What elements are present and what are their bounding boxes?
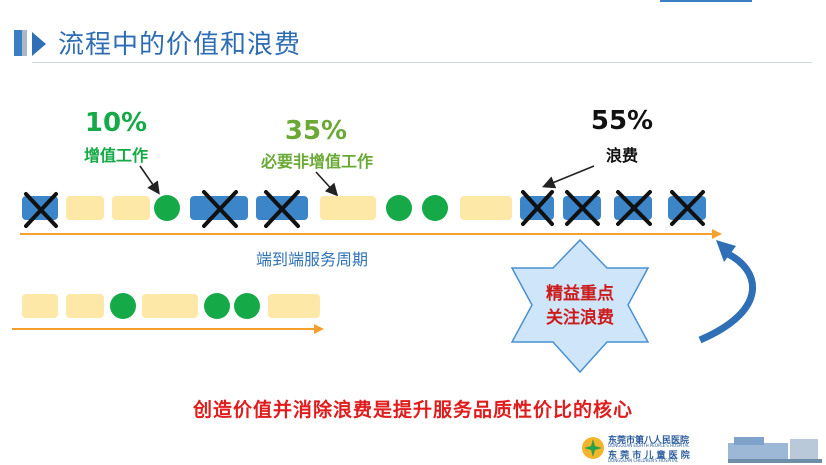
hospital-name-2: 东 莞 市 儿 童 医 院 xyxy=(608,451,690,461)
header-accent-line xyxy=(660,0,752,2)
cycle-label: 端到端服务周期 xyxy=(256,250,369,269)
waste-pointer xyxy=(542,165,595,189)
star-line-1: 精益重点 xyxy=(546,284,614,304)
x-mark-icon xyxy=(565,190,600,226)
value-circle xyxy=(422,195,448,221)
value-pointer xyxy=(139,165,160,195)
waste-percent: 55% xyxy=(590,106,654,136)
necessary-block xyxy=(320,196,376,220)
value-label: 增值工作 xyxy=(83,146,148,165)
x-mark-icon xyxy=(670,190,705,226)
value-percent: 10% xyxy=(84,108,148,138)
curved-arrow-head xyxy=(716,240,736,262)
conclusion-text: 创造价值并消除浪费是提升服务品质性价比的核心 xyxy=(192,399,633,421)
necessary-block xyxy=(66,196,104,220)
necessary-label: 必要非增值工作 xyxy=(260,152,373,171)
necessary-block xyxy=(22,294,58,318)
hospital-logo: 东莞市第八人民医院 DONGGUAN EIGHTH PEOPLE'S HOSPI… xyxy=(578,433,822,463)
value-circle xyxy=(154,195,180,221)
title-accent-bar xyxy=(14,30,22,56)
necessary-block xyxy=(268,294,320,318)
curved-arrow xyxy=(698,250,757,344)
star-line-2: 关注浪费 xyxy=(546,308,614,328)
necessary-block xyxy=(112,196,150,220)
title-accent-mark xyxy=(22,30,27,56)
necessary-block xyxy=(66,294,104,318)
value-circle xyxy=(234,293,260,319)
hospital-name-1: 东莞市第八人民医院 xyxy=(608,436,690,446)
value-circle xyxy=(204,293,230,319)
x-mark-icon xyxy=(616,190,652,226)
value-circle xyxy=(110,293,136,319)
value-circle xyxy=(386,195,412,221)
x-mark-icon xyxy=(521,190,554,226)
title-arrow-icon xyxy=(32,32,46,56)
hospital-emblem-icon xyxy=(582,437,604,459)
necessary-block xyxy=(142,294,198,318)
title-underline xyxy=(32,62,812,63)
hospital-name-1-en: DONGGUAN EIGHTH PEOPLE'S HOSPITAL xyxy=(608,443,690,448)
star-shape xyxy=(510,238,650,374)
necessary-percent: 35% xyxy=(284,116,348,146)
slide-title: 流程中的价值和浪费 xyxy=(58,30,302,60)
waste-label: 浪费 xyxy=(605,146,638,165)
hospital-name-2-en: DONGGUAN CHILDREN'S HOSPITAL xyxy=(608,458,679,463)
star-label: 精益重点 关注浪费 xyxy=(520,282,640,330)
x-mark-icon xyxy=(264,190,300,228)
necessary-pointer xyxy=(315,171,339,197)
x-mark-icon xyxy=(24,192,58,228)
hospital-building-image xyxy=(728,437,822,463)
x-mark-icon xyxy=(202,190,238,228)
necessary-block xyxy=(460,196,512,220)
